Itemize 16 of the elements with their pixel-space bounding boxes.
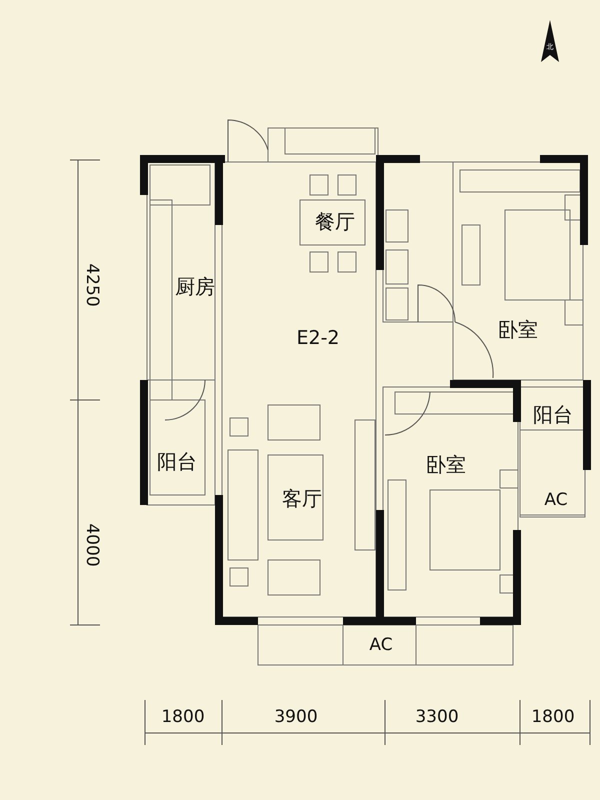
dimension-label: 1800 <box>161 707 205 727</box>
dimension-label: 3900 <box>274 707 318 727</box>
dimension-label: 3300 <box>415 707 459 727</box>
room-label: 卧室 <box>498 316 538 344</box>
room-label: 厨房 <box>175 274 215 300</box>
room-label: 卧室 <box>426 452 466 478</box>
room-label: 阳台 <box>157 448 197 476</box>
room-label: 餐厅 <box>315 208 355 236</box>
room-label: 阳台 <box>533 402 573 428</box>
plan-code-label: E2-2 <box>296 327 340 349</box>
ac-label: AC <box>369 635 393 655</box>
room-label: 客厅 <box>282 486 322 512</box>
dimension-label: 4000 <box>82 523 102 567</box>
dimension-label: 4250 <box>82 263 102 307</box>
dimension-label: 1800 <box>531 707 575 727</box>
ac-label: AC <box>544 490 568 510</box>
